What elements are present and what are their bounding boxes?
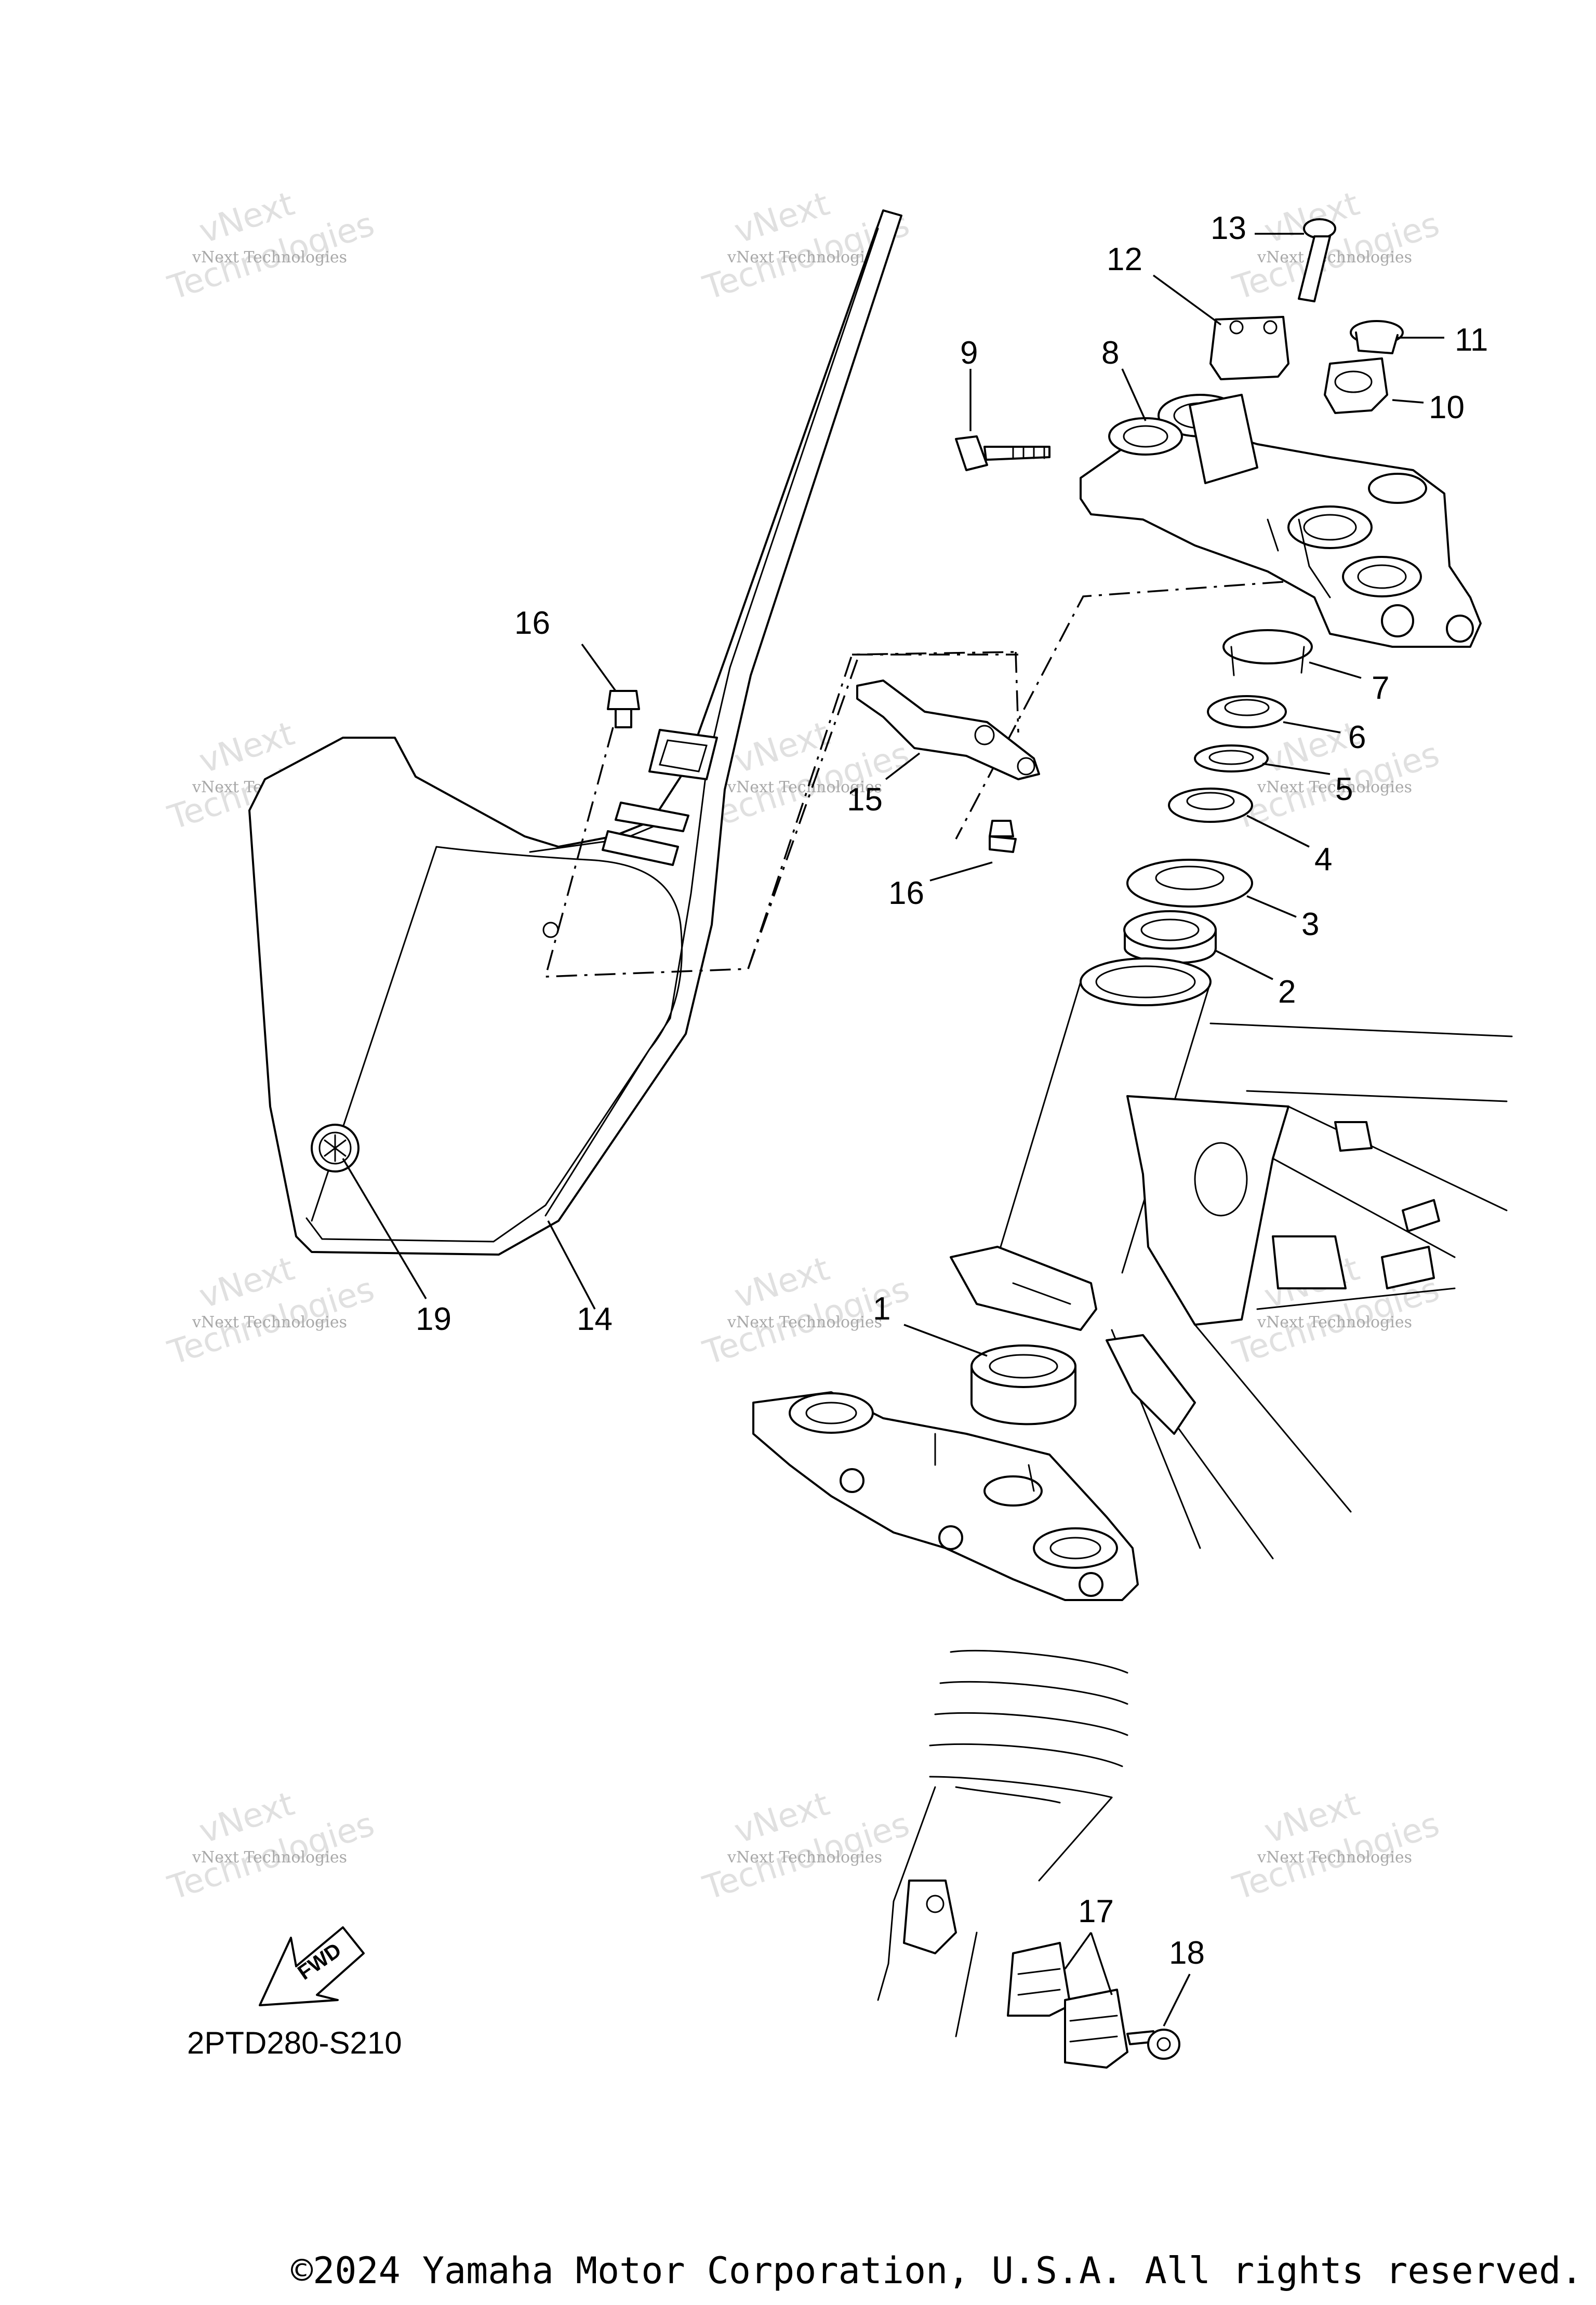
callout-4: 4 (1314, 842, 1332, 877)
callout-19: 19 (416, 1301, 451, 1337)
copyright-notice: ©2024 Yamaha Motor Corporation, U.S.A. A… (291, 2249, 1583, 2292)
callout-11: 11 (1455, 322, 1488, 358)
diagram-code: 2PTD280-S210 (187, 2026, 402, 2060)
watermark-line3: vNext Technologies (192, 1313, 347, 1331)
callout-labels: 1 2 3 4 5 6 7 8 9 10 11 12 13 14 15 16 1… (416, 210, 1488, 1971)
upper-bracket-part-8 (1080, 394, 1482, 648)
callout-14: 14 (577, 1301, 613, 1337)
number-plate-part-14 (248, 209, 902, 1256)
callout-8: 8 (1101, 335, 1119, 371)
bolt-part-16-lower (989, 820, 1017, 853)
callout-2: 2 (1278, 974, 1296, 1010)
callout-16a: 16 (514, 605, 550, 641)
watermark-line3: vNext Technologies (727, 1848, 882, 1867)
bolt-part-16-upper (607, 690, 640, 728)
callout-6: 6 (1348, 720, 1366, 755)
callout-9: 9 (960, 335, 978, 371)
watermark-line3: vNext Technologies (1257, 778, 1412, 796)
cap-bolt-part-13 (1298, 218, 1336, 302)
lock-washer-part-7 (1222, 629, 1313, 676)
stem-cap-part-11 (1350, 320, 1404, 354)
watermark-line3: vNext Technologies (727, 1313, 882, 1331)
callout-13: 13 (1211, 210, 1246, 246)
stem-nut-part-10 (1324, 357, 1388, 414)
callout-17: 17 (1078, 1894, 1114, 1929)
plate-bracket-part-15 (856, 679, 1040, 780)
callout-18: 18 (1169, 1935, 1205, 1971)
watermark-line3: vNext Technologies (192, 1848, 347, 1867)
watermark-line3: vNext Technologies (1257, 1848, 1412, 1867)
callout-10: 10 (1429, 390, 1465, 425)
ring-nut-part-4 (1168, 788, 1253, 823)
lower-bearing-part-1 (970, 1344, 1076, 1425)
forward-direction-arrow: FWD (259, 1926, 365, 2006)
dust-seal-part-3 (1126, 859, 1253, 908)
leader-lines (342, 233, 1444, 2027)
watermark-line3: vNext Technologies (727, 248, 882, 267)
watermark-line3: vNext Technologies (192, 248, 347, 267)
ring-nut-part-6 (1207, 695, 1287, 728)
handlebar-cap-part-12 (1209, 316, 1289, 380)
cable-clamp-part-17 (1007, 1942, 1128, 2069)
frame-head-pipe (950, 957, 1513, 1560)
lower-bracket (752, 1391, 1139, 1601)
watermark-line3: vNext Technologies (727, 778, 882, 796)
rubber-washer-part-5 (1194, 744, 1269, 772)
mounting-dash-lines (542, 581, 1284, 978)
pinch-bolt-part-9 (955, 435, 1050, 471)
watermark-line3: vNext Technologies (1257, 248, 1412, 267)
callout-12: 12 (1107, 242, 1142, 277)
front-fork-tube (877, 1649, 1128, 2037)
bearing-part-2 (1123, 910, 1217, 964)
callout-3: 3 (1301, 907, 1319, 942)
callout-15: 15 (847, 782, 883, 818)
callout-7: 7 (1372, 670, 1389, 706)
callout-1: 1 (873, 1291, 890, 1327)
callout-16b: 16 (888, 875, 924, 911)
clamp-bolt-part-18 (1126, 2029, 1180, 2060)
watermark-line3: vNext Technologies (1257, 1313, 1412, 1331)
callout-5: 5 (1335, 771, 1353, 807)
